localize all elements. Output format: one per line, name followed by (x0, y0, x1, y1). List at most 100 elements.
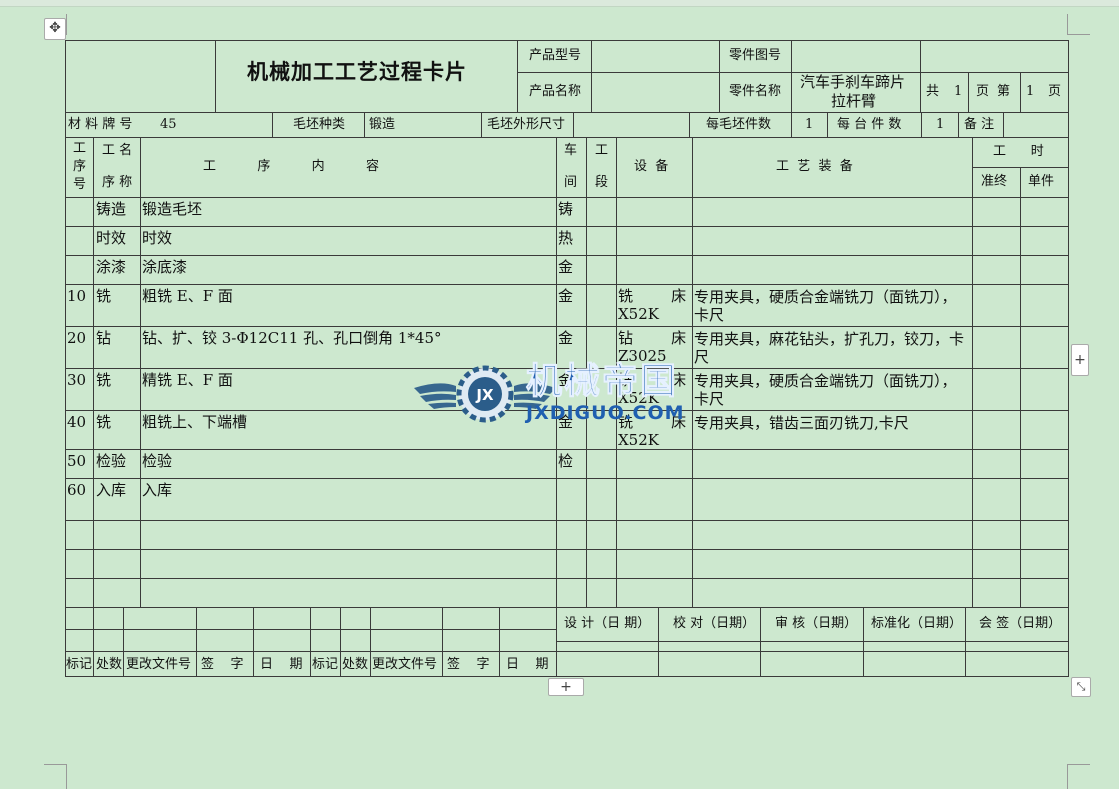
watermark-text-cn: 机械帝国 (525, 361, 679, 402)
add-column-plus-icon[interactable]: + (1071, 344, 1089, 376)
row-workshop: 热 (558, 229, 574, 247)
process-card-table: 机械加工工艺过程卡片 产品型号 零件图号 产品名称 零件名称 汽车手刹车蹄片 拉… (65, 40, 1069, 677)
row-equipment-type: 铣 床 (618, 371, 687, 389)
row-op-no: 60 (67, 481, 87, 499)
table-move-handle-icon[interactable]: ✥ (44, 18, 66, 40)
add-row-plus-icon[interactable]: + (548, 678, 584, 696)
page-no-label: 第 (997, 84, 1011, 99)
per-blank-value: 1 (805, 117, 814, 132)
row-content: 时效 (142, 229, 173, 247)
footer-date: 日 期 (260, 657, 303, 672)
row-content: 锻造毛坯 (142, 200, 203, 218)
col-hours: 工 时 (993, 144, 1044, 159)
per-unit-label: 每 台 件 数 (837, 117, 902, 132)
footer-mark-2: 标记 (312, 657, 339, 672)
row-content: 精铣 E、F 面 (142, 371, 233, 389)
col-section-line2: 段 (595, 175, 609, 190)
footer-change-doc: 更改文件号 (126, 657, 192, 672)
material-value: 45 (160, 117, 177, 132)
total-pages: 1 (954, 84, 963, 99)
col-equipment: 设 备 (634, 159, 669, 174)
row-op-name: 铸造 (96, 200, 127, 218)
row-equipment-type: 铣 床 (618, 287, 687, 305)
footer-mark: 标记 (66, 657, 93, 672)
col-workshop-line2: 间 (564, 175, 578, 190)
col-op-no-line3: 号 (73, 177, 87, 192)
col-tooling: 工 艺 装 备 (776, 159, 853, 174)
card-title: 机械加工工艺过程卡片 (247, 60, 467, 84)
blank-size-label: 毛坯外形尺寸 (487, 117, 566, 132)
footer-sign-2: 签 字 (447, 657, 490, 672)
row-op-no: 50 (67, 452, 87, 470)
col-op-name-line1: 工 名 (102, 143, 133, 158)
product-name-label: 产品名称 (529, 84, 582, 99)
row-workshop: 金 (558, 258, 574, 276)
row-op-no: 40 (67, 413, 87, 431)
row-equipment-model: X52K (618, 389, 659, 407)
row-tooling: 专用夹具，硬质合金端铣刀（面铣刀），卡尺 (694, 372, 957, 408)
remark-label: 备 注 (964, 117, 995, 132)
footer-change-doc-2: 更改文件号 (372, 657, 438, 672)
page-no: 1 (1026, 84, 1035, 99)
per-unit-value: 1 (936, 117, 945, 132)
row-tooling: 专用夹具，错齿三面刃铣刀,卡尺 (694, 414, 909, 432)
footer-count-2: 处数 (342, 657, 369, 672)
row-op-name: 钻 (96, 329, 112, 347)
row-workshop: 金 (558, 413, 574, 431)
page-unit-label-2: 页 (1048, 84, 1062, 99)
part-name-line2: 拉杆臂 (831, 92, 877, 110)
row-op-name: 检验 (96, 452, 127, 470)
col-op-name-line2: 序 称 (102, 175, 133, 190)
footer-design: 设 计（日 期） (564, 616, 651, 631)
row-content: 入库 (142, 481, 173, 499)
footer-date-2: 日 期 (506, 657, 549, 672)
row-workshop: 金 (558, 371, 574, 389)
row-content: 粗铣 E、F 面 (142, 287, 233, 305)
material-label: 材 料 牌 号 (68, 117, 133, 132)
col-workshop-line1: 车 (564, 143, 578, 158)
page-corner-mark (1067, 764, 1090, 789)
footer-count: 处数 (96, 657, 123, 672)
blank-type-value: 锻造 (369, 117, 396, 132)
footer-check: 校 对（日期） (673, 616, 756, 631)
row-workshop: 金 (558, 287, 574, 305)
gear-wings-icon: JX (414, 365, 556, 423)
col-op-no-line2: 序 (73, 159, 87, 174)
footer-countersign: 会 签（日期） (979, 616, 1062, 631)
row-tooling: 专用夹具，硬质合金端铣刀（面铣刀），卡尺 (694, 288, 957, 324)
row-content: 涂底漆 (142, 258, 188, 276)
row-op-name: 入库 (96, 481, 127, 499)
window-top-strip (0, 0, 1119, 7)
page-corner-mark (44, 764, 67, 789)
svg-text:JX: JX (475, 386, 494, 404)
row-content: 粗铣上、下端槽 (142, 413, 248, 431)
row-op-no: 10 (67, 287, 87, 305)
row-workshop: 检 (558, 452, 574, 470)
page-corner-mark (1067, 14, 1090, 35)
col-hours-prep: 准终 (981, 174, 1008, 189)
part-drawing-no-label: 零件图号 (729, 48, 782, 63)
col-op-no-line1: 工 (73, 141, 87, 156)
blank-type-label: 毛坯种类 (293, 117, 346, 132)
total-label: 共 (926, 84, 940, 99)
row-equipment-model: X52K (618, 305, 659, 323)
row-op-name: 涂漆 (96, 258, 127, 276)
watermark-logo: JX 机械帝国 JXDIGUO.COM (410, 358, 710, 428)
row-op-name: 铣 (96, 371, 112, 389)
page-unit-label: 页 (976, 84, 990, 99)
row-op-no: 30 (67, 371, 87, 389)
product-model-label: 产品型号 (529, 48, 582, 63)
part-name-label: 零件名称 (729, 84, 782, 99)
row-equipment-type: 钻 床 (618, 329, 687, 347)
table-resize-icon[interactable]: ⤡ (1071, 677, 1091, 697)
col-section-line1: 工 (595, 143, 609, 158)
row-workshop: 铸 (558, 200, 574, 218)
row-equipment-model: X52K (618, 431, 659, 449)
row-workshop: 金 (558, 329, 574, 347)
part-name-line1: 汽车手刹车蹄片 (800, 73, 906, 91)
row-op-name: 铣 (96, 413, 112, 431)
footer-standardize: 标准化（日期） (871, 616, 963, 631)
watermark-text-en: JXDIGUO.COM (526, 402, 685, 424)
col-hours-unit: 单件 (1028, 174, 1055, 189)
row-equipment-model: Z3025 (618, 347, 667, 365)
